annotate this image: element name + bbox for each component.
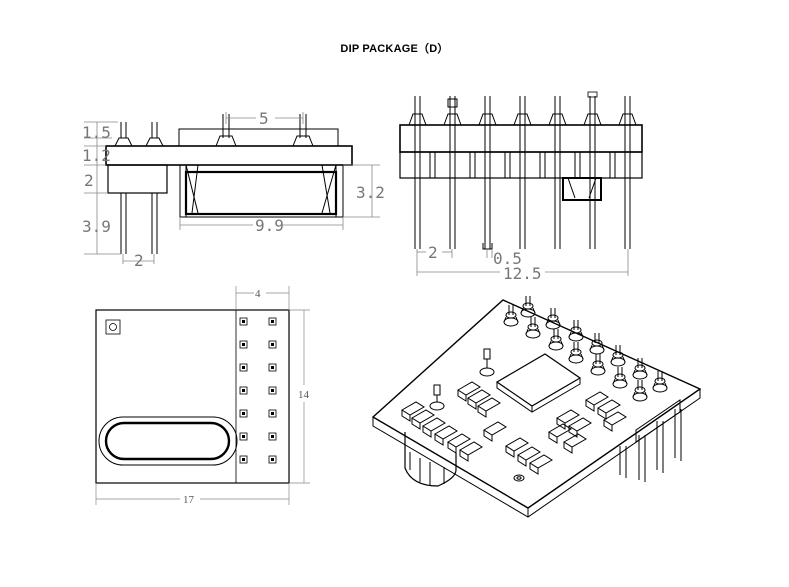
dim-pin-pitch-front: 2 <box>428 243 438 262</box>
dim-14: 14 <box>298 389 310 401</box>
isometric-view <box>371 296 702 518</box>
dim-5: 5 <box>259 109 269 128</box>
dim-12-5: 12.5 <box>503 264 542 283</box>
dim-3-2: 3.2 <box>356 183 385 202</box>
dim-2-vertical: 2 <box>84 171 94 190</box>
side-view: 1.5 1.2 2 3.9 2 5 3.2 9.9 <box>82 109 385 270</box>
page-title: DIP PACKAGE（D） <box>340 43 449 55</box>
dim-1-5: 1.5 <box>82 123 111 142</box>
top-view: 4 14 17 <box>95 286 310 506</box>
dim-9-9: 9.9 <box>255 216 284 235</box>
dim-1-2: 1.2 <box>82 146 111 165</box>
dim-4: 4 <box>255 288 261 300</box>
dim-3-9: 3.9 <box>82 217 111 236</box>
dim-0-5: 0.5 <box>493 249 522 268</box>
front-view: 2 0.5 12.5 <box>399 91 643 283</box>
dim-17: 17 <box>183 494 195 506</box>
dim-pin-pitch-side: 2 <box>134 251 144 270</box>
